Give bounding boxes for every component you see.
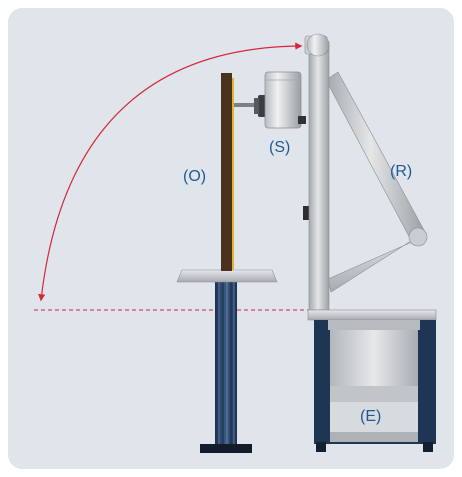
source-clamp xyxy=(298,116,306,124)
label-arm: (R) xyxy=(390,163,413,180)
pedestal-tabletop xyxy=(176,269,278,283)
pedestal-column xyxy=(215,282,237,447)
curved-arrow-icon xyxy=(38,42,303,302)
object-plank-edge xyxy=(232,78,234,270)
support-arm xyxy=(325,71,428,293)
base-cabinet xyxy=(307,309,437,452)
label-object: (O) xyxy=(183,168,207,185)
label-source: (S) xyxy=(269,139,291,156)
object-plank xyxy=(221,73,232,271)
vertical-upright xyxy=(308,41,330,311)
label-base: (E) xyxy=(360,408,382,425)
source-connector-collar xyxy=(254,98,259,114)
source-cylinder xyxy=(264,71,302,129)
pivot-cap-icon xyxy=(304,33,330,57)
pedestal-foot xyxy=(200,444,252,453)
source-bracket xyxy=(234,103,262,107)
upright-stop xyxy=(303,206,309,220)
